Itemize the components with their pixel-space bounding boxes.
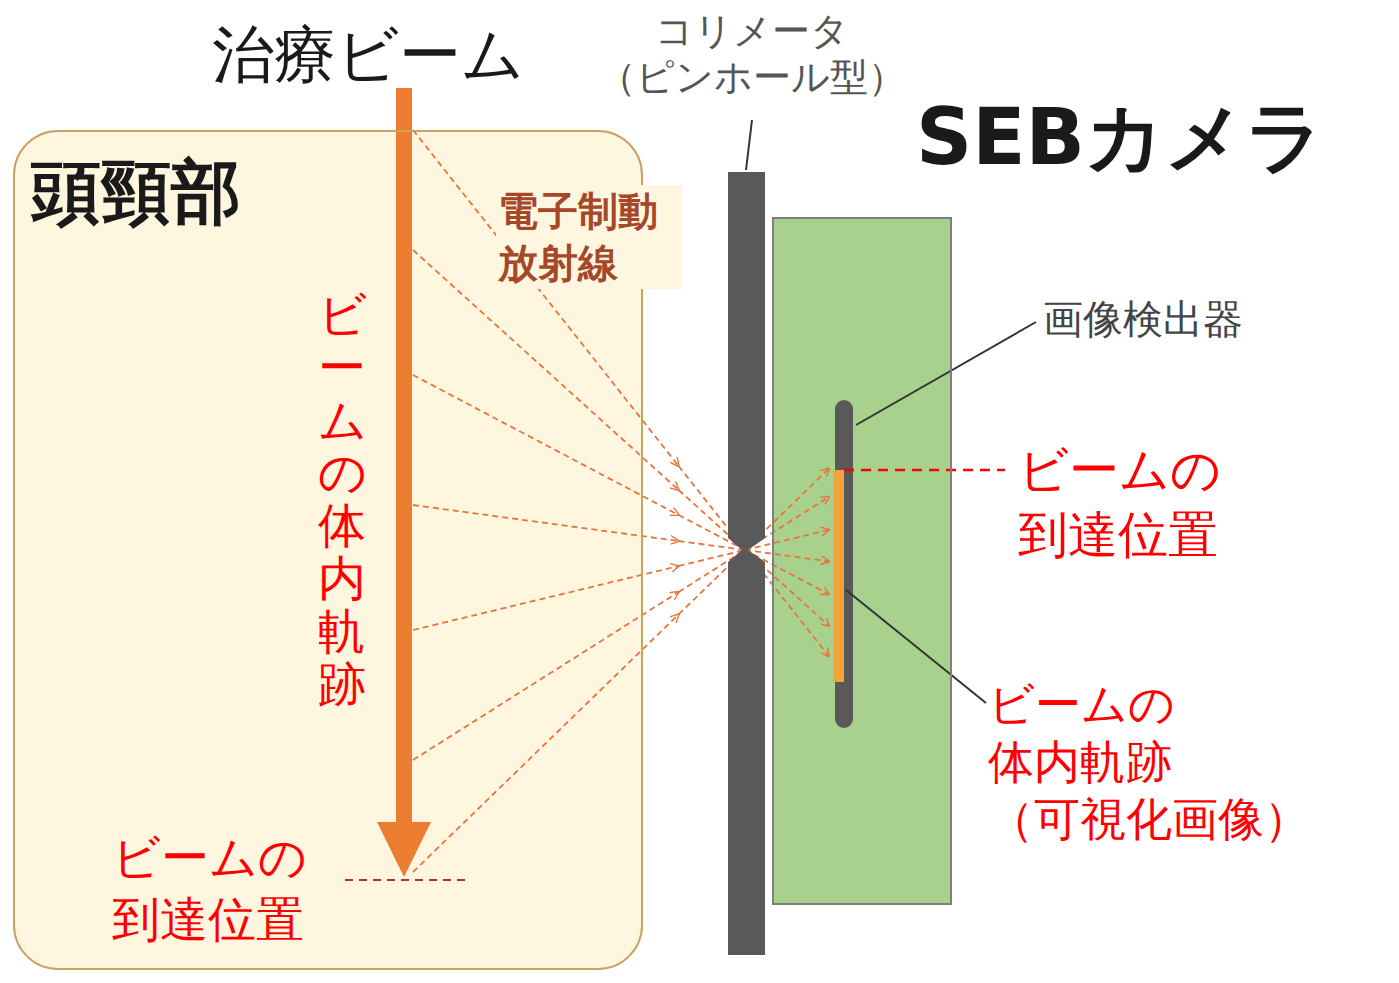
bremsstrahlung-rays xyxy=(413,130,829,872)
region-name: 頭頸部 xyxy=(31,150,241,234)
ray-line xyxy=(413,566,679,630)
ray-line xyxy=(413,505,679,541)
range-mark xyxy=(345,879,470,881)
ray-line xyxy=(413,130,679,466)
range-mark-image xyxy=(844,469,1005,472)
camera-name: SEBカメラ xyxy=(916,91,1325,185)
seb-camera: SEBカメラ xyxy=(772,217,952,905)
range-label: ビームの 到達位置 xyxy=(112,826,332,951)
beam-title: 治療ビーム xyxy=(212,16,524,94)
leader-line xyxy=(746,120,752,170)
range-image-label: ビームの 到達位置 xyxy=(1018,438,1250,568)
leader-line xyxy=(846,590,986,703)
ray-line xyxy=(413,614,679,872)
leader-line xyxy=(856,322,1036,425)
trajectory-image-label: ビームの 体内軌跡 （可視化画像） xyxy=(988,676,1360,849)
ray-line xyxy=(413,592,679,760)
radiation-label: 電子制動 放射線 xyxy=(496,185,682,289)
beam-arrowhead xyxy=(377,822,431,877)
trajectory-label: ビームの体内軌跡 xyxy=(318,288,366,710)
pinhole-collimator xyxy=(728,172,765,955)
beam-shaft xyxy=(396,88,412,824)
camera-fill xyxy=(773,218,951,904)
detector-label: 画像検出器 xyxy=(1043,294,1243,344)
collimator-label: コリメータ （ピンホール型） xyxy=(592,8,912,101)
trajectory-image xyxy=(833,470,844,682)
ray-line xyxy=(413,375,679,515)
